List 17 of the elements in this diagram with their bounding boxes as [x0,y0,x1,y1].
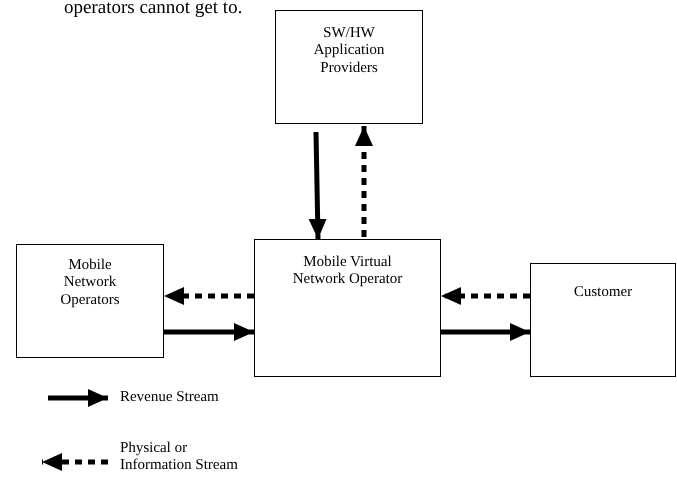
process-box [16,244,164,358]
process-box [254,239,441,377]
arrow [441,323,530,341]
arrow [164,323,254,341]
box-label: Mobile Network Operators [59,257,121,309]
arrow [164,287,254,305]
arrow [355,126,373,237]
legend-label: Physical or Information Stream [120,440,239,474]
box-label: Customer [572,284,634,302]
legend-label: Revenue Stream [120,389,220,406]
arrow [441,287,530,305]
box-label: Mobile Virtual Network Operator [292,254,404,288]
box-label: SW/HW Application Providers [312,25,386,77]
process-box [530,263,676,377]
note-text: operators cannot get to. [64,0,242,19]
arrow [308,132,327,240]
process-box [275,10,423,124]
